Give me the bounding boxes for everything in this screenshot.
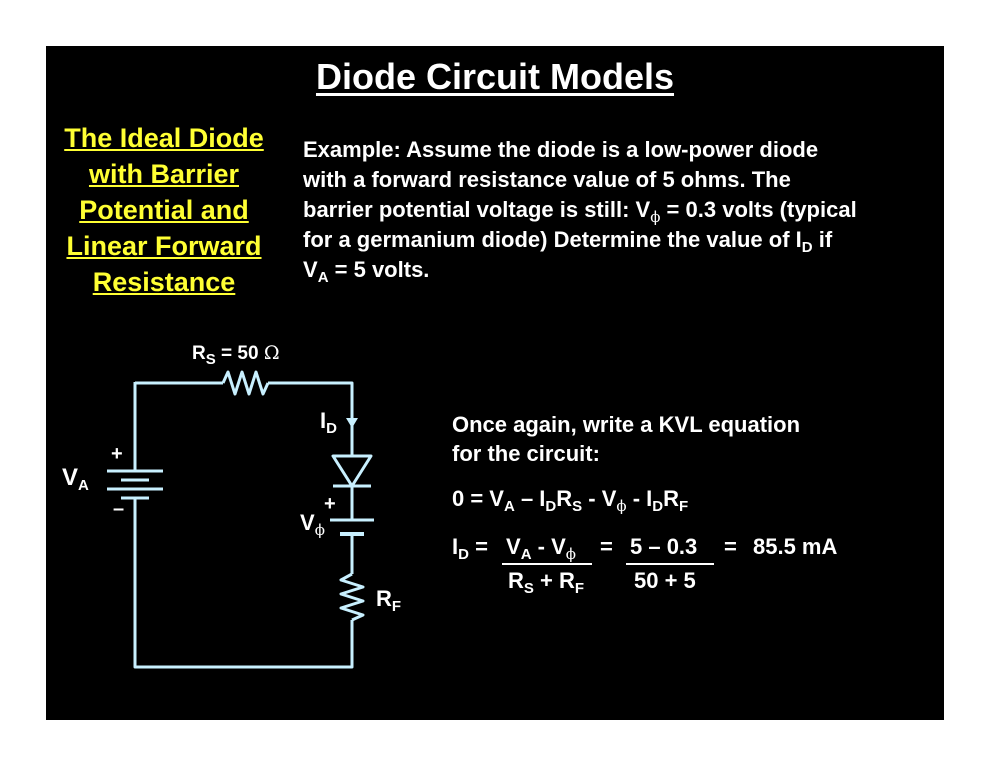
va-minus-sign: –	[113, 498, 125, 520]
va-label: VA	[62, 464, 89, 494]
resistor-rs	[221, 370, 270, 396]
current-arrow-icon	[346, 418, 358, 428]
fraction-2-numerator: 5 – 0.3	[630, 534, 698, 559]
equals-sign: =	[724, 534, 737, 559]
wire-bottom	[133, 506, 354, 669]
wire-top-right	[268, 381, 354, 456]
id-label: ID	[320, 408, 337, 437]
result-value: 85.5 mA	[753, 534, 838, 559]
slide: Diode Circuit Models The Ideal Diode wit…	[46, 46, 944, 720]
rs-label: RS = 50 Ω	[192, 342, 280, 368]
example-line: VA = 5 volts.	[303, 257, 430, 286]
fraction-2-bar	[626, 563, 714, 565]
example-paragraph: Example: Assume the diode is a low-power…	[303, 135, 943, 285]
side-heading-line: with Barrier	[88, 159, 240, 189]
fraction-1-denominator: RS + RF	[508, 568, 585, 597]
example-line: for a germanium diode) Determine the val…	[303, 227, 833, 256]
circuit-diagram	[107, 370, 374, 669]
side-heading-line: Potential and	[79, 195, 249, 225]
side-heading-line: Resistance	[92, 267, 236, 297]
kvl-paragraph: Once again, write a KVL equation for the…	[452, 410, 892, 468]
fraction-1-numerator: VA - Vϕ	[506, 534, 576, 563]
fraction-1-bar	[502, 563, 592, 565]
resistor-rf	[339, 572, 365, 622]
example-line: barrier potential voltage is still: Vϕ =…	[303, 197, 857, 226]
diode-symbol	[331, 454, 373, 488]
id-lhs: ID =	[452, 534, 488, 563]
rf-label: RF	[376, 586, 402, 615]
kvl-line: for the circuit:	[452, 441, 600, 466]
va-plus-sign: +	[111, 443, 123, 465]
equals-sign: =	[600, 534, 613, 559]
wire-top-left	[133, 381, 223, 385]
side-heading-line: Linear Forward	[66, 231, 262, 261]
kvl-equation: 0 = VA – IDRS - Vϕ - IDRF	[452, 486, 689, 515]
vphi-plus-sign: +	[324, 493, 336, 515]
side-heading-line: The Ideal Diode	[64, 123, 264, 153]
example-line: with a forward resistance value of 5 ohm…	[303, 167, 791, 192]
vphi-label: Vϕ	[300, 510, 325, 539]
kvl-line: Once again, write a KVL equation	[452, 412, 801, 437]
slide-title: Diode Circuit Models	[315, 56, 675, 97]
fraction-2-denominator: 50 + 5	[634, 568, 696, 593]
example-line: Example: Assume the diode is a low-power…	[303, 137, 819, 162]
side-heading: The Ideal Diode with Barrier Potential a…	[50, 120, 278, 300]
